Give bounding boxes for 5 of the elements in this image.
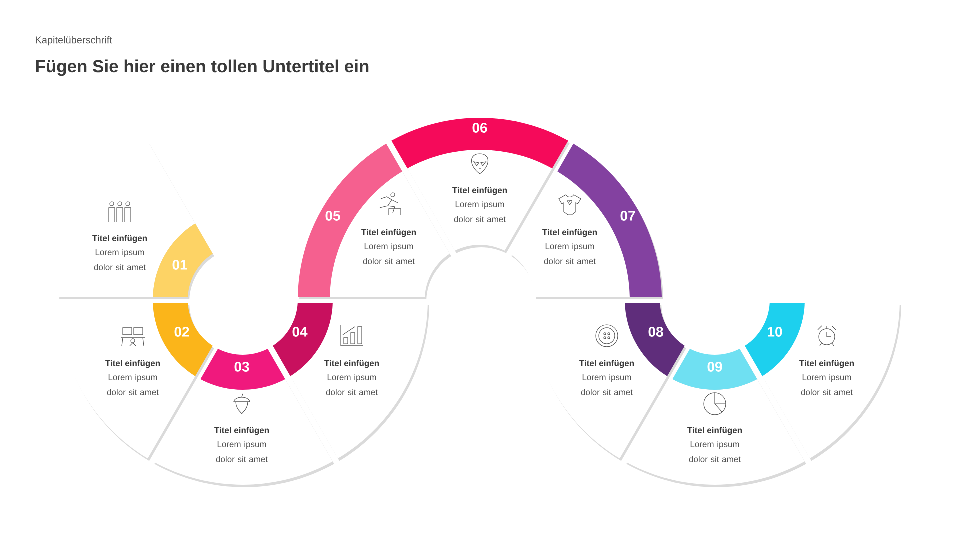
step-number: 01 [172,260,188,270]
segment-text: Lorem ipsum dolor sit amet [94,249,146,270]
segment-title: Titel einfügen [92,235,148,244]
slide-title: Fügen Sie hier einen tollen Untertitel ein [36,60,369,76]
chapter-heading: Kapitelüberschrift [36,36,112,46]
